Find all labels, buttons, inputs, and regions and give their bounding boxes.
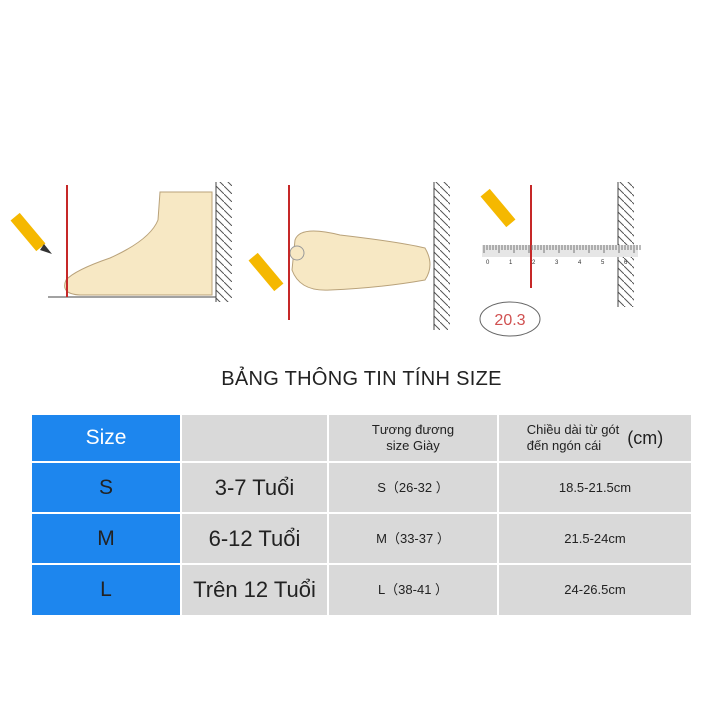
row-foot-length: 24-26.5cm [499,565,691,615]
row-age: 3-7 Tuổi [182,463,327,512]
measurement-value: 20.3 [494,312,525,329]
row-age: 6-12 Tuổi [182,514,327,563]
row-size: S [32,463,180,512]
foot-side-view [48,182,232,302]
row-shoe-size: M（33-37 ） [329,514,497,563]
row-shoe-size: L（38-41 ） [329,565,497,615]
row-size: M [32,514,180,563]
header-text: Chiều dài từ gót [526,422,620,437]
ruler-tick-label: 0 [486,260,490,266]
row-foot-length: 21.5-24cm [499,514,691,563]
ruler-tick-label: 5 [601,260,605,266]
ruler-tick-label: 3 [555,260,559,266]
pencil-icon [480,188,516,228]
pencil-icon [10,212,52,254]
header-text: size Giày [386,438,440,453]
ruler-tick-label: 1 [509,260,513,266]
foot-measurement-illustration: 20.3 0 1 2 3 4 5 6 [10,182,641,337]
header-age [182,415,327,461]
row-foot-length: 18.5-21.5cm [499,463,691,512]
ruler-tick-label: 2 [532,260,536,266]
ruler-tick-label: 4 [578,260,582,266]
header-text: Tương đương [371,422,455,437]
pencil-icon [248,252,284,292]
ruler-view: 20.3 0 1 2 3 4 5 6 [479,182,641,337]
row-shoe-size: S（26-32 ） [329,463,497,512]
header-unit: (cm) [627,428,664,448]
header-size: Size [32,415,180,461]
row-size: L [32,565,180,615]
header-text: đến ngón cái [526,438,602,453]
foot-top-view [288,182,450,330]
row-age: Trên 12 Tuổi [182,565,327,615]
page-title: BẢNG THÔNG TIN TÍNH SIZE [221,368,502,390]
ruler-tick-label: 6 [624,260,628,266]
